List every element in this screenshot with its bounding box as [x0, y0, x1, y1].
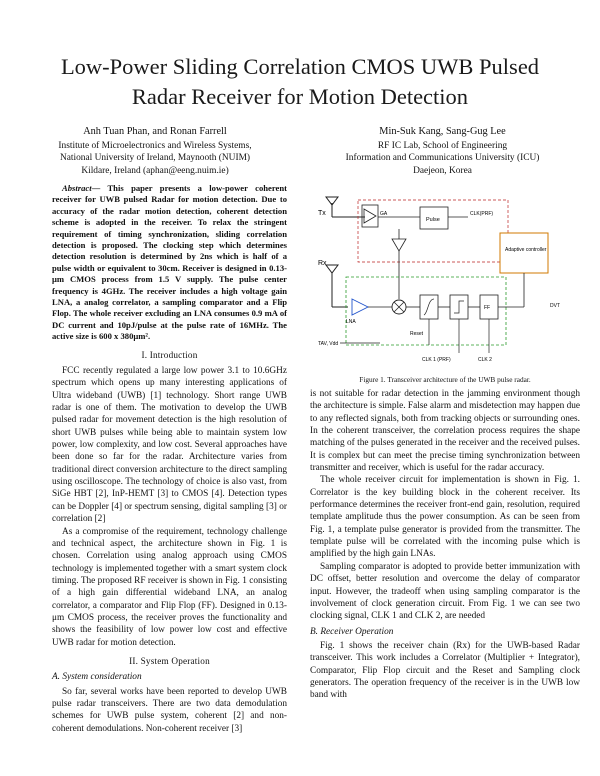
affiliation-left-1: Institute of Microelectronics and Wirele…	[58, 141, 252, 152]
right-paragraph-1: is not suitable for radar detection in t…	[310, 389, 580, 474]
affiliation-left-3: Kildare, Ireland (aphan@eeng.nuim.ie)	[81, 165, 229, 176]
affiliation-left-2: National University of Ireland, Maynooth…	[59, 153, 251, 164]
intro-paragraph-1: FCC recently regulated a large low power…	[52, 366, 287, 525]
tavg-label: TAV, Vdd	[318, 341, 338, 347]
system-paragraph-1: So far, several works have been reported…	[52, 686, 287, 734]
abstract-text: — This paper presents a low-power cohere…	[52, 183, 287, 342]
pa-block	[361, 204, 379, 228]
block-diagram-svg: Tx GA Pulse CLK(PRF) Adaptive controller	[318, 196, 560, 363]
subsection-b-heading: B. Receiver Operation	[310, 626, 394, 637]
lna-icon	[351, 298, 370, 316]
author-names-left: Anh Tuan Phan, and Ronan Farrell	[83, 126, 227, 137]
ga-label: GA	[380, 211, 388, 217]
title-line-2: Radar Receiver for Motion Detection	[131, 84, 469, 109]
left-column: Abstract— This paper presents a low-powe…	[52, 183, 287, 735]
intro-paragraph-2: As a compromise of the requirement, tech…	[52, 526, 287, 648]
figure-1-block-diagram: Tx GA Pulse CLK(PRF) Adaptive controller	[310, 195, 580, 370]
right-column: is not suitable for radar detection in t…	[310, 388, 580, 702]
right-paragraph-4: Fig. 1 shows the receiver chain (Rx) for…	[310, 640, 580, 701]
clk2-label: CLK 2	[478, 357, 492, 363]
clk-prf-label: CLK(PRF)	[470, 211, 493, 217]
dvt-label: DVT	[550, 303, 560, 309]
pa-icon	[363, 208, 377, 224]
right-paragraph-2: The whole receiver circuit for implement…	[310, 475, 580, 560]
affiliation-right-3: Daejeon, Korea	[413, 165, 472, 176]
reset-label: Reset	[410, 331, 424, 337]
ff-label: FF	[484, 305, 490, 311]
subsection-a-heading: A. System consideration	[52, 672, 142, 683]
rx-label: Rx	[318, 260, 327, 267]
affiliation-right-1: RF IC Lab, School of Engineering	[377, 141, 508, 152]
tx-label: Tx	[318, 210, 326, 217]
rx-region	[345, 276, 507, 346]
tx-region	[357, 199, 509, 263]
title-line-1: Low-Power Sliding Correlation CMOS UWB P…	[60, 54, 540, 79]
lna-label: LNA	[346, 319, 356, 325]
clk1-label: CLK 1 (PRF)	[422, 357, 451, 363]
rx-antenna-icon	[325, 264, 348, 308]
abstract: Abstract— This paper presents a low-powe…	[52, 183, 287, 343]
affiliation-right-2: Information and Communications Universit…	[345, 153, 540, 164]
template-amp-icon	[391, 238, 407, 252]
integrator-block	[419, 294, 439, 320]
right-paragraph-3: Sampling comparator is adopted to provid…	[310, 561, 580, 622]
pulse-generator-block	[419, 206, 449, 230]
figure-1-caption: Figure 1. Transceiver architecture of th…	[359, 375, 531, 384]
author-names-right: Min-Suk Kang, Sang-Gug Lee	[379, 126, 506, 137]
adaptive-controller-block	[499, 232, 549, 274]
section-1-heading: I. Introduction	[141, 349, 198, 360]
author-block-left: Anh Tuan Phan, and Ronan Farrell Institu…	[40, 126, 270, 177]
paper-title: Low-Power Sliding Correlation CMOS UWB P…	[20, 52, 580, 112]
tx-antenna-icon	[325, 196, 365, 218]
pulse-label: Pulse	[426, 217, 440, 223]
section-2-heading: II. System Operation	[129, 655, 210, 666]
adaptive-label: Adaptive controller	[505, 247, 547, 253]
abstract-label: Abstract	[62, 183, 92, 193]
author-block-right: Min-Suk Kang, Sang-Gug Lee RF IC Lab, Sc…	[320, 126, 565, 177]
